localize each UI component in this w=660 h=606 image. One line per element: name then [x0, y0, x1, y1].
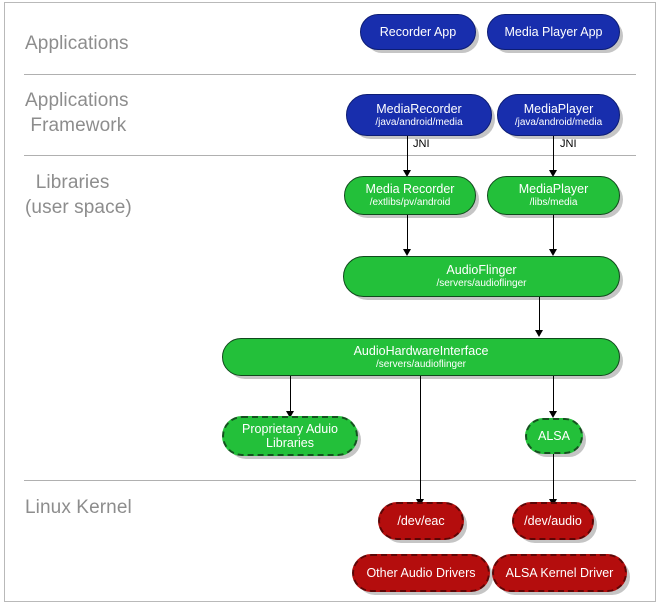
- node-audio-hardware-interface-title: AudioHardwareInterface: [353, 343, 489, 358]
- node-media-recorder-library-path: /extlibs/pv/android: [369, 197, 451, 208]
- arrow-audioflinger-to-audiohardwareinterface: [535, 330, 543, 337]
- connector-media-player-to-audioflinger: [553, 215, 554, 250]
- divider-framework: [24, 155, 636, 156]
- arrow-ahi-to-proprietary-libraries: [286, 411, 294, 418]
- node-recorder-app-title: Recorder App: [379, 25, 457, 39]
- connector-audioflinger-to-audiohardwareinterface: [539, 297, 540, 331]
- connector-alsa-to-dev-audio: [553, 454, 554, 500]
- node-media-player-library-path: /libs/media: [529, 197, 578, 208]
- node-media-player-framework[interactable]: MediaPlayer /java/android/media: [497, 94, 620, 136]
- node-proprietary-audio-libraries-title: Proprietary Aduio Libraries: [242, 422, 338, 450]
- node-media-player-app-title: Media Player App: [504, 25, 603, 39]
- edge-label-jni-right: JNI: [560, 138, 577, 150]
- connector-jni-right: [553, 136, 554, 173]
- node-media-player-library-title: MediaPlayer: [518, 182, 589, 196]
- node-audio-flinger[interactable]: AudioFlinger /servers/audioflinger: [343, 256, 620, 297]
- node-dev-eac-title: /dev/eac: [397, 514, 445, 528]
- node-media-player-app[interactable]: Media Player App: [487, 14, 620, 50]
- node-audio-flinger-path: /servers/audioflinger: [436, 278, 527, 289]
- connector-ahi-to-dev-eac: [420, 376, 421, 500]
- node-media-player-framework-path: /java/android/media: [514, 116, 603, 128]
- node-audio-flinger-title: AudioFlinger: [446, 263, 517, 277]
- node-media-player-library[interactable]: MediaPlayer /libs/media: [487, 176, 620, 215]
- node-recorder-app[interactable]: Recorder App: [360, 14, 476, 50]
- arrow-media-recorder-to-audioflinger: [403, 249, 411, 256]
- layer-label-applications: Applications: [25, 33, 129, 54]
- node-dev-eac[interactable]: /dev/eac: [378, 502, 464, 540]
- node-alsa[interactable]: ALSA: [525, 418, 583, 454]
- node-alsa-kernel-driver[interactable]: ALSA Kernel Driver: [492, 554, 627, 592]
- node-alsa-title: ALSA: [538, 429, 570, 443]
- edge-label-jni-left: JNI: [413, 138, 430, 150]
- connector-media-recorder-to-audioflinger: [407, 215, 408, 250]
- node-media-recorder-framework-path: /java/android/media: [375, 116, 463, 128]
- divider-applications: [24, 74, 636, 75]
- node-media-player-framework-title: MediaPlayer: [523, 101, 594, 116]
- arrow-ahi-to-alsa: [549, 411, 557, 418]
- connector-ahi-to-alsa: [553, 376, 554, 412]
- node-alsa-kernel-driver-title: ALSA Kernel Driver: [505, 566, 614, 580]
- layer-label-applications-framework: Applications Framework: [25, 90, 129, 136]
- node-media-recorder-framework-title: MediaRecorder: [376, 101, 462, 116]
- node-dev-audio-title: /dev/audio: [524, 514, 582, 528]
- arrow-jni-left: [403, 170, 411, 177]
- arrow-media-player-to-audioflinger: [549, 249, 557, 256]
- connector-jni-left: [407, 136, 408, 173]
- divider-kernel: [24, 480, 636, 481]
- connector-ahi-to-proprietary-libraries: [290, 376, 291, 412]
- node-media-recorder-library[interactable]: Media Recorder /extlibs/pv/android: [344, 176, 476, 215]
- node-dev-audio[interactable]: /dev/audio: [512, 502, 594, 540]
- node-proprietary-audio-libraries[interactable]: Proprietary Aduio Libraries: [222, 416, 358, 456]
- node-other-audio-drivers-title: Other Audio Drivers: [366, 566, 476, 580]
- node-audio-hardware-interface[interactable]: AudioHardwareInterface /servers/audiofli…: [222, 338, 620, 376]
- node-media-recorder-library-title: Media Recorder: [365, 182, 455, 196]
- arrow-jni-right: [549, 170, 557, 177]
- layer-label-libraries: Libraries (user space): [25, 172, 132, 218]
- node-audio-hardware-interface-path: /servers/audioflinger: [375, 358, 467, 370]
- node-media-recorder-framework[interactable]: MediaRecorder /java/android/media: [346, 94, 492, 136]
- layer-label-linux-kernel: Linux Kernel: [25, 497, 132, 518]
- node-other-audio-drivers[interactable]: Other Audio Drivers: [352, 554, 490, 592]
